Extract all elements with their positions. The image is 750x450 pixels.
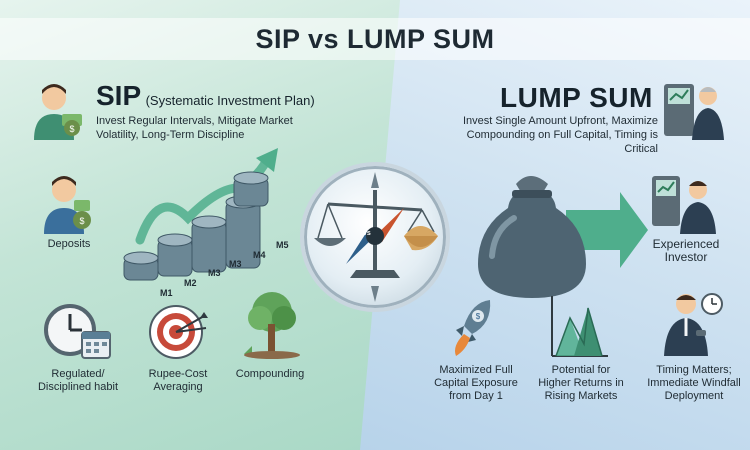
vs-label: vs: [363, 230, 371, 237]
lump-feature-returns-line3: Rising Markets: [544, 390, 618, 402]
scale-compass-emblem: vs: [300, 162, 450, 312]
lump-feature-exposure-line3: from Day 1: [449, 390, 503, 402]
lump-feature-returns-line1: Potential for: [551, 364, 611, 376]
lump-desc-line2: Compounding on Full Capital, Timing is C…: [466, 129, 658, 155]
sip-subheading: (Systematic Investment Plan): [145, 93, 315, 108]
sip-desc-line1: Invest Regular Intervals, Mitigate Marke…: [96, 115, 293, 127]
svg-text:$: $: [476, 312, 481, 321]
sip-feature-rupee-line1: Rupee-Cost: [148, 368, 208, 380]
lump-feature-timing-line3: Deployment: [664, 390, 724, 402]
lump-feature-returns: Potential for Higher Returns in Rising M…: [532, 364, 630, 403]
svg-text:$: $: [79, 216, 84, 226]
depositor-icon: $: [40, 172, 96, 234]
lump-feature-exposure: Maximized Full Capital Exposure from Day…: [428, 364, 524, 403]
deposits-label: Deposits: [47, 238, 91, 250]
month-label-m5: M5: [276, 240, 289, 250]
target-icon: [146, 302, 208, 362]
lump-feature-timing-line1: Timing Matters;: [656, 364, 732, 376]
atm-investor-icon: [660, 80, 726, 140]
page-title: SIP vs LUMP SUM: [255, 23, 495, 54]
lump-heading-text: LUMP SUM: [500, 82, 653, 113]
month-label-m2: M2: [184, 278, 197, 288]
lump-feature-exposure-line1: Maximized Full: [439, 364, 513, 376]
clock-calendar-icon: [44, 302, 112, 362]
sip-desc-line2: Volatility, Long-Term Discipline: [96, 129, 245, 141]
timing-person-icon: [660, 290, 724, 356]
title-bar: SIP vs LUMP SUM: [0, 18, 750, 60]
lump-heading: LUMP SUM: [500, 82, 653, 114]
sip-feature-discipline-line1: Regulated/: [51, 368, 105, 380]
sip-feature-discipline-line2: Disciplined habit: [37, 381, 119, 393]
svg-text:$: $: [69, 124, 74, 134]
lump-feature-exposure-line2: Capital Exposure: [434, 377, 518, 389]
coin-stacks-growth: [118, 148, 308, 298]
sip-feature-compounding: Compounding: [235, 368, 305, 380]
sip-person-icon: $: [28, 80, 86, 140]
experienced-investor-label: Experienced Investor: [634, 238, 738, 264]
month-label-m4: M4: [253, 250, 266, 260]
rising-chart-icon: [548, 294, 610, 358]
experienced-investor-icon: [650, 172, 720, 234]
month-label-m1: M1: [160, 288, 173, 298]
investor-label-line2: Investor: [664, 250, 708, 264]
tree-icon: [238, 290, 302, 360]
month-label-m3b: M3: [229, 259, 242, 269]
lump-feature-timing: Timing Matters; Immediate Windfall Deplo…: [644, 364, 744, 403]
investor-label-line1: Experienced: [652, 237, 720, 251]
lump-desc-line1: Invest Single Amount Upfront, Maximize: [462, 115, 658, 127]
money-bag-arrow: [470, 164, 648, 304]
sip-feature-rupee-cost: Rupee-Cost Averaging: [138, 368, 218, 394]
rocket-icon: $: [452, 296, 498, 360]
lump-feature-timing-line2: Immediate Windfall: [647, 377, 741, 389]
sip-description: Invest Regular Intervals, Mitigate Marke…: [96, 114, 293, 142]
sip-feature-rupee-line2: Averaging: [153, 381, 203, 393]
lump-feature-returns-line2: Higher Returns in: [538, 377, 624, 389]
lump-description: Invest Single Amount Upfront, Maximize C…: [430, 114, 658, 156]
sip-feature-discipline: Regulated/ Disciplined habit: [28, 368, 128, 394]
month-label-m3: M3: [208, 268, 221, 278]
sip-heading: SIP: [96, 80, 142, 111]
sip-heading-row: SIP (Systematic Investment Plan): [96, 80, 315, 112]
